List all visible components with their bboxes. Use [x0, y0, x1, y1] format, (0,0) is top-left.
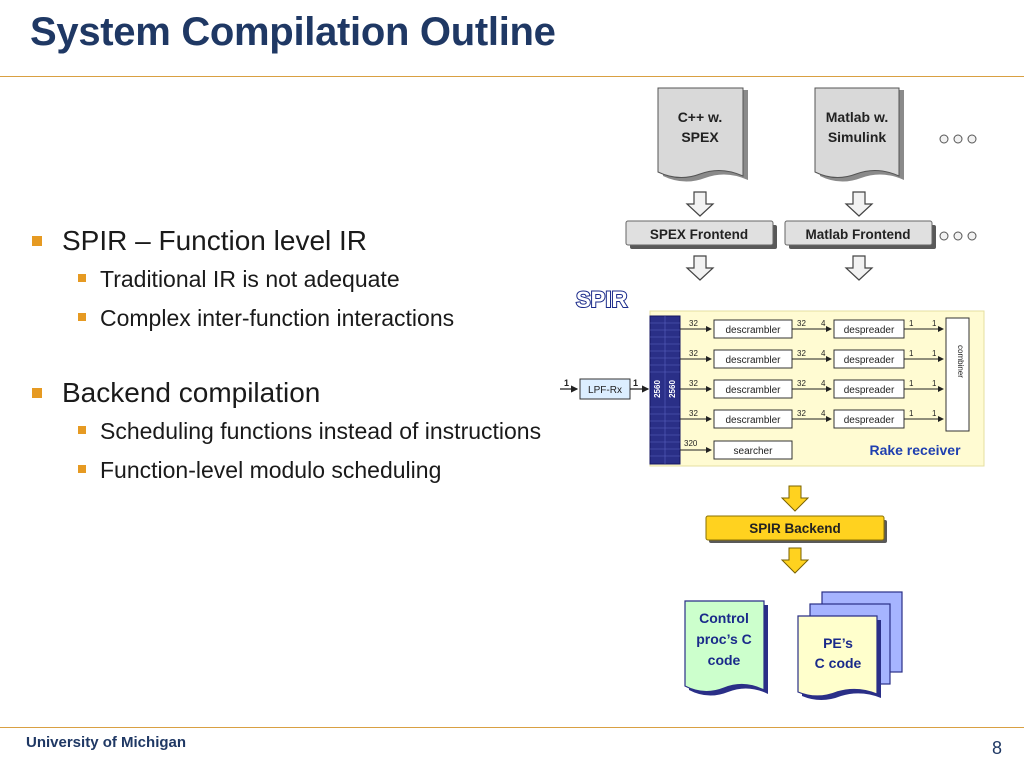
rate-label: 1 — [932, 349, 937, 358]
frontend-spex: SPEX Frontend — [625, 220, 777, 249]
doc-text: Control — [699, 610, 749, 626]
bullet-square-icon — [78, 465, 86, 473]
rake-receiver-label: Rake receiver — [869, 442, 961, 458]
block-label: descrambler — [725, 385, 781, 396]
doc-text: PE’s — [823, 635, 853, 651]
rate-label: 1 — [909, 319, 914, 328]
sub-bullet: Complex inter-function interactions — [78, 303, 560, 333]
down-arrow-icon — [844, 191, 874, 217]
rake-row: 32 descrambler 32 4 despreader 1 1 — [680, 409, 944, 429]
spir-label: SPIR — [576, 287, 627, 312]
rake-row: 32 descrambler 32 4 despreader 1 1 — [680, 349, 944, 369]
bullet-backend: Backend compilation — [30, 376, 560, 410]
down-arrow-icon — [844, 255, 874, 281]
source-doc-matlab: Matlab w. Simulink — [814, 87, 904, 182]
block-label: combiner — [956, 345, 965, 378]
rate-label: 1 — [909, 409, 914, 418]
output-pe-doc-stack: PE’s C code — [797, 591, 903, 700]
rate-label: 1 — [909, 349, 914, 358]
doc-text: proc’s C — [696, 631, 752, 647]
backend-label: SPIR Backend — [749, 521, 841, 536]
bullet-square-icon — [78, 426, 86, 434]
rate-label: 1 — [932, 379, 937, 388]
block-label: despreader — [844, 325, 895, 336]
doc-text: C++ w. — [678, 109, 723, 125]
bullet-spir: SPIR – Function level IR — [30, 224, 560, 258]
ellipsis-icon — [939, 134, 977, 144]
output-control-doc: Control proc’s C code — [684, 600, 768, 696]
title-divider — [0, 76, 1024, 77]
sub-bullet: Scheduling functions instead of instruct… — [78, 416, 560, 446]
block-label: descrambler — [725, 355, 781, 366]
rate-label: 32 — [797, 409, 806, 418]
lpf-rx-block: 1 LPF-Rx 1 — [560, 378, 650, 400]
frontend-label: Matlab Frontend — [806, 227, 911, 242]
rate-label: 4 — [821, 319, 826, 328]
rate-label: 1 — [633, 378, 638, 388]
sub-bullet-text: Scheduling functions instead of instruct… — [100, 418, 542, 444]
rate-label: 32 — [797, 379, 806, 388]
frontend-matlab: Matlab Frontend — [784, 220, 936, 249]
footer-divider — [0, 727, 1024, 728]
doc-text: Matlab w. — [826, 109, 889, 125]
rate-label: 1 — [932, 409, 937, 418]
source-doc-cpp: C++ w. SPEX — [657, 87, 748, 182]
rate-label: 4 — [821, 409, 826, 418]
bullet-square-icon — [32, 388, 42, 398]
sub-bullet: Traditional IR is not adequate — [78, 264, 560, 294]
page-number: 8 — [991, 738, 1002, 758]
rate-label: 4 — [821, 379, 826, 388]
doc-text: SPEX — [681, 129, 719, 145]
rate-label: 320 — [684, 439, 698, 448]
bullet-text: Backend compilation — [62, 377, 321, 408]
down-arrow-icon — [685, 255, 715, 281]
ellipsis-icon — [939, 231, 977, 241]
down-arrow-icon — [780, 485, 810, 512]
block-label: descrambler — [725, 415, 781, 426]
bus-label: 2560 — [668, 380, 677, 398]
down-arrow-icon — [685, 191, 715, 217]
bullet-square-icon — [32, 236, 42, 246]
block-label: despreader — [844, 355, 895, 366]
rate-label: 32 — [689, 349, 698, 358]
block-label: despreader — [844, 415, 895, 426]
rate-label: 1 — [909, 379, 914, 388]
searcher-row: 320 searcher — [680, 439, 793, 460]
bullet-square-icon — [78, 274, 86, 282]
sub-bullet-text: Traditional IR is not adequate — [100, 266, 400, 292]
block-label: descrambler — [725, 325, 781, 336]
doc-text: code — [708, 652, 741, 668]
block-label: LPF-Rx — [588, 385, 622, 396]
rate-label: 32 — [689, 379, 698, 388]
rake-row: 32 descrambler 32 4 despreader 1 1 — [680, 319, 944, 339]
combiner-block: combiner — [945, 317, 970, 432]
sub-bullet-text: Complex inter-function interactions — [100, 305, 455, 331]
bullet-square-icon — [78, 313, 86, 321]
spir-backend: SPIR Backend — [705, 515, 887, 543]
doc-text: C code — [815, 655, 862, 671]
frontend-label: SPEX Frontend — [650, 227, 748, 242]
bus-label: 2560 — [653, 380, 662, 398]
rake-row: 32 descrambler 32 4 despreader 1 1 — [680, 379, 944, 399]
slide-title: System Compilation Outline — [30, 10, 556, 54]
down-arrow-icon — [780, 547, 810, 574]
rate-label: 1 — [564, 378, 569, 388]
rate-label: 32 — [689, 409, 698, 418]
block-label: searcher — [734, 446, 774, 457]
footer-institution: University of Michigan — [26, 734, 187, 751]
sub-bullet-text: Function-level modulo scheduling — [100, 457, 442, 483]
rate-label: 32 — [689, 319, 698, 328]
rate-label: 32 — [797, 349, 806, 358]
rate-label: 32 — [797, 319, 806, 328]
block-label: despreader — [844, 385, 895, 396]
bullet-list: SPIR – Function level IR Traditional IR … — [30, 224, 560, 494]
bullet-text: SPIR – Function level IR — [62, 225, 368, 256]
buffer-bus: 2560 2560 — [649, 315, 681, 465]
rate-label: 4 — [821, 349, 826, 358]
sub-bullet: Function-level modulo scheduling — [78, 455, 560, 485]
doc-text: Simulink — [828, 129, 887, 145]
rate-label: 1 — [932, 319, 937, 328]
